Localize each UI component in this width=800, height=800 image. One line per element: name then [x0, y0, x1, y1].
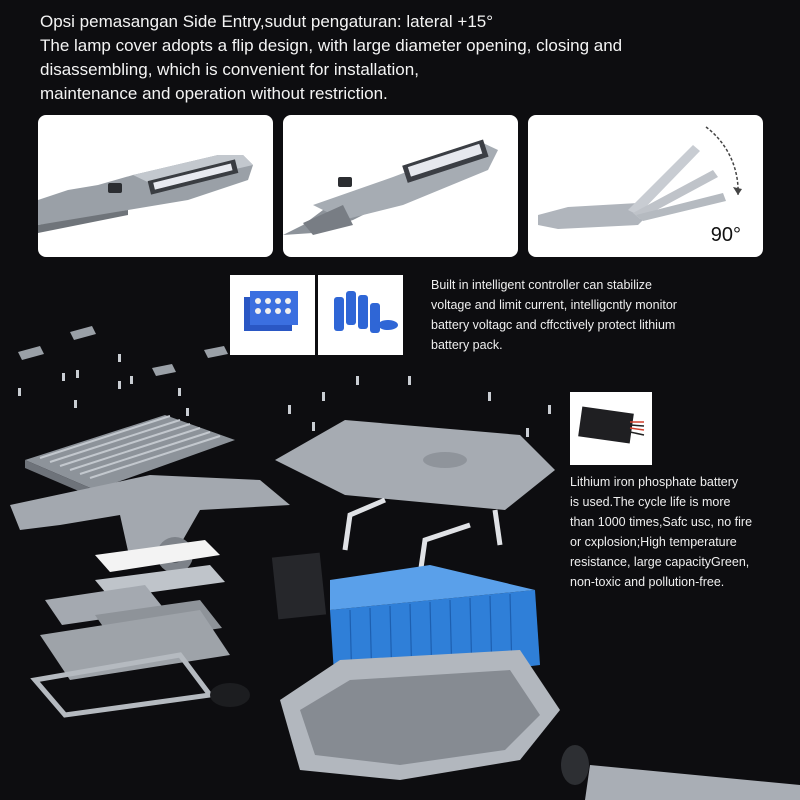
lamp-closed-panel: [38, 115, 273, 257]
battery-line-6: non-toxic and pollution-free.: [570, 575, 725, 589]
heat-sink: [25, 415, 235, 498]
controller-line-3: battery voltagc and cffcctively protect …: [431, 318, 676, 332]
lamp-half-open-illustration: [283, 139, 498, 235]
top-cover: [275, 420, 555, 510]
screws: [18, 354, 551, 437]
controller-line-2: voltage and limit current, intelligcntly…: [431, 298, 677, 312]
exploded-view-diagram: [0, 310, 800, 800]
lamp-open-90-panel: 90°: [528, 115, 763, 257]
battery-cells-photo: [318, 275, 403, 355]
battery-line-3: than 1000 times,Safc usc, no fire: [570, 515, 753, 529]
exploded-view-illustration: [10, 326, 800, 800]
battery-block-photo: [230, 275, 315, 355]
controller-line-4: battery pack.: [431, 338, 503, 352]
mounting-arm: [10, 475, 290, 560]
lamp-half-open-panel: [283, 115, 518, 257]
lamp-open-90-illustration: [538, 126, 742, 229]
battery-block-image: [244, 291, 298, 331]
battery-line-5: resistance, large capacityGreen,: [570, 555, 750, 569]
heading-line-1: Opsi pemasangan Side Entry,sudut pengatu…: [40, 12, 494, 31]
battery-line-4: or cxplosion;High temperature: [570, 535, 737, 549]
heading-line-3: disassembling, which is convenient for i…: [40, 60, 419, 79]
controller-photo: [570, 392, 652, 465]
heading-line-4: maintenance and operation without restri…: [40, 84, 388, 103]
controller-image: [578, 406, 645, 444]
battery-cells-image: [334, 291, 398, 333]
controller-description: Built in intelligent controller can stab…: [431, 275, 761, 355]
angle-label: 90°: [710, 224, 741, 246]
battery-line-1: Lithium iron phosphate battery: [570, 475, 739, 489]
battery-description: Lithium iron phosphate battery is used.T…: [570, 472, 795, 592]
heading-line-2: The lamp cover adopts a flip design, wit…: [40, 36, 623, 55]
controller-unit: [271, 552, 327, 620]
lamp-closed-illustration: [38, 155, 253, 233]
heading-text: Opsi pemasangan Side Entry,sudut pengatu…: [40, 10, 780, 106]
battery-line-2: is used.The cycle life is more: [570, 495, 731, 509]
controller-line-1: Built in intelligent controller can stab…: [431, 278, 652, 292]
pole: [585, 765, 800, 800]
